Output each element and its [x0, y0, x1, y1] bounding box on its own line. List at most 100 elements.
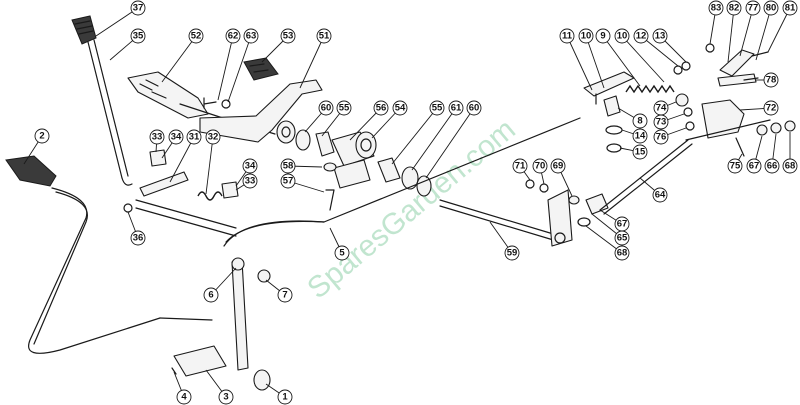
callout-56: 56: [349, 100, 389, 141]
callout-82: 82: [726, 0, 742, 63]
part-washers-middle: [525, 179, 609, 227]
svg-text:13: 13: [655, 31, 666, 42]
svg-text:51: 51: [319, 31, 330, 42]
callout-64: 64: [639, 177, 668, 203]
callout-52: 52: [161, 28, 204, 83]
svg-text:75: 75: [730, 161, 741, 172]
svg-text:71: 71: [515, 161, 526, 172]
callout-13: 13: [652, 28, 687, 63]
callout-68-mid: 68: [585, 225, 630, 261]
callout-33-mid: 33: [235, 173, 258, 191]
part-bolt-62: [203, 97, 231, 109]
svg-text:63: 63: [246, 31, 257, 42]
callout-58: 58: [280, 158, 323, 174]
svg-text:10: 10: [617, 31, 628, 42]
callout-53: 53: [261, 28, 296, 63]
svg-text:34: 34: [245, 161, 256, 172]
svg-text:14: 14: [635, 131, 646, 142]
callout-80: 80: [755, 0, 779, 61]
callout-70: 70: [532, 158, 548, 185]
svg-text:73: 73: [656, 117, 667, 128]
callout-83: 83: [708, 0, 724, 45]
part-right-bracket: [705, 43, 769, 87]
part-pedal-arm: [199, 79, 323, 144]
svg-text:3: 3: [223, 392, 228, 403]
callout-9: 9: [595, 28, 641, 87]
svg-text:15: 15: [635, 147, 646, 158]
callout-12: 12: [633, 28, 679, 67]
callout-65: 65: [591, 213, 630, 246]
part-left-bracket: [123, 149, 239, 237]
svg-text:68: 68: [617, 248, 628, 259]
callout-55-right: 55: [391, 100, 445, 165]
callout-10-right: 10: [614, 28, 665, 83]
svg-text:60: 60: [469, 103, 480, 114]
callout-75: 75: [727, 153, 743, 174]
callout-73: 73: [653, 113, 685, 130]
callout-3: 3: [205, 369, 234, 405]
part-right-linkage: [599, 93, 796, 215]
part-knob-and-rod: [71, 15, 133, 186]
svg-text:78: 78: [766, 75, 777, 86]
svg-text:82: 82: [729, 3, 740, 14]
svg-text:8: 8: [637, 116, 642, 127]
callouts: 37 35 52 62 63 53 51 2 33 34 31 32 60 55…: [23, 0, 798, 405]
svg-text:62: 62: [228, 31, 239, 42]
callout-68-right: 68: [782, 132, 798, 174]
callout-62: 62: [217, 28, 241, 101]
callout-32: 32: [205, 129, 221, 195]
callout-71: 71: [512, 158, 531, 181]
callout-4: 4: [173, 371, 192, 405]
part-main-rod: [223, 117, 581, 247]
svg-text:11: 11: [562, 31, 573, 42]
callout-35: 35: [109, 28, 146, 61]
callout-33-top: 33: [149, 129, 165, 153]
callout-60-right: 60: [425, 100, 482, 179]
svg-text:31: 31: [189, 132, 200, 143]
callout-36: 36: [127, 211, 146, 246]
svg-text:33: 33: [245, 176, 256, 187]
callout-61: 61: [411, 100, 464, 171]
callout-67-mid: 67: [599, 209, 630, 232]
callout-55-left: 55: [321, 100, 352, 137]
svg-text:60: 60: [321, 103, 332, 114]
callout-14: 14: [621, 128, 648, 144]
callout-15: 15: [619, 144, 648, 160]
part-lower-lever: [171, 257, 271, 391]
callout-31: 31: [169, 129, 202, 183]
svg-text:76: 76: [656, 132, 667, 143]
svg-text:83: 83: [711, 3, 722, 14]
svg-text:54: 54: [395, 103, 406, 114]
svg-text:7: 7: [282, 290, 287, 301]
svg-text:33: 33: [152, 132, 163, 143]
part-pedal-pad: [243, 57, 279, 81]
svg-text:59: 59: [507, 248, 518, 259]
svg-text:1: 1: [282, 392, 288, 403]
svg-text:69: 69: [553, 161, 564, 172]
svg-text:61: 61: [451, 103, 462, 114]
callout-37: 37: [95, 0, 146, 37]
callout-54: 54: [371, 100, 408, 139]
callout-5: 5: [329, 227, 350, 261]
callout-66: 66: [764, 133, 780, 174]
callout-8: 8: [617, 107, 648, 129]
callout-60-left: 60: [304, 100, 334, 133]
svg-text:74: 74: [656, 103, 667, 114]
callout-63: 63: [227, 28, 259, 103]
callout-78: 78: [756, 72, 779, 88]
callout-11: 11: [559, 28, 593, 91]
callout-67-right: 67: [746, 135, 763, 174]
svg-text:12: 12: [636, 31, 647, 42]
svg-text:53: 53: [283, 31, 294, 42]
svg-text:2: 2: [39, 131, 44, 142]
svg-text:64: 64: [655, 190, 666, 201]
svg-text:36: 36: [133, 233, 144, 244]
callout-34-mid: 34: [235, 158, 258, 187]
svg-text:67: 67: [749, 161, 760, 172]
callout-2: 2: [23, 128, 50, 165]
svg-text:56: 56: [376, 103, 387, 114]
svg-text:32: 32: [208, 132, 219, 143]
callout-1: 1: [265, 383, 293, 405]
svg-text:37: 37: [133, 3, 144, 14]
